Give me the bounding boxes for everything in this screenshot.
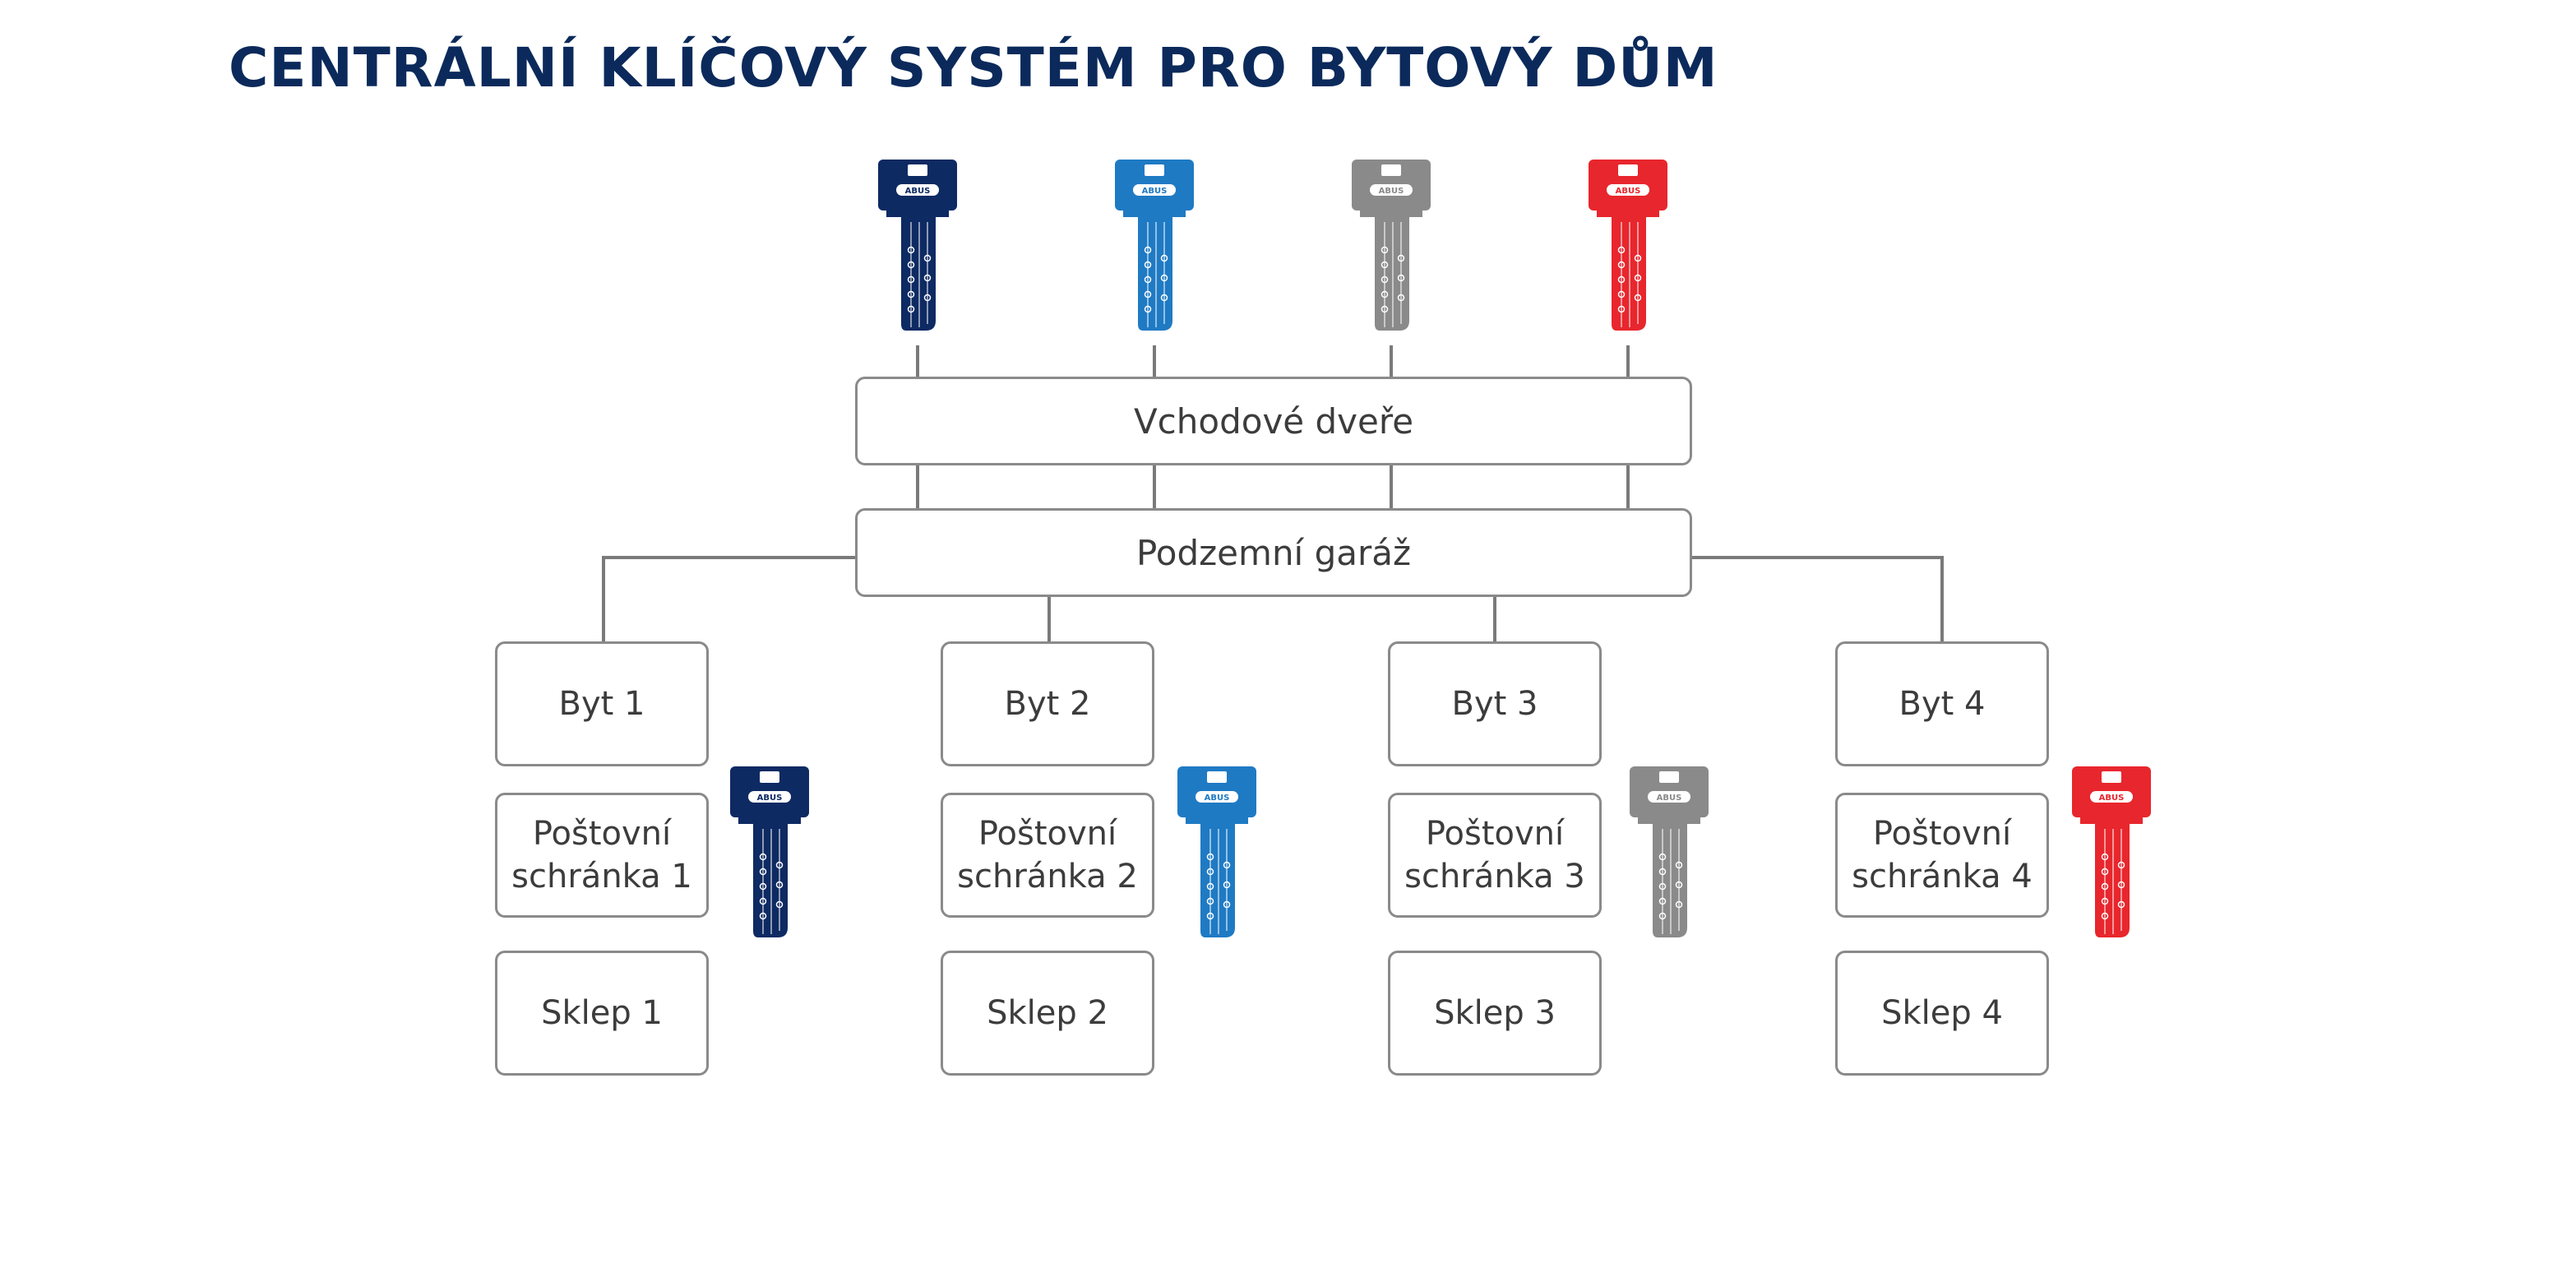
cellar-box-3: Sklep 3 <box>1388 951 1602 1076</box>
cellar-box-2: Sklep 2 <box>941 951 1154 1076</box>
diagram-title: CENTRÁLNÍ KLÍČOVÝ SYSTÉM PRO BYTOVÝ DŮM <box>229 36 1718 99</box>
flat-label-4: Byt 4 <box>1898 685 1986 723</box>
unit-key-1-icon: ABUS <box>730 766 809 937</box>
cellar-label-1: Sklep 1 <box>541 994 663 1032</box>
top-key-red-icon: ABUS <box>1589 160 1667 331</box>
flat-label-2: Byt 2 <box>1004 685 1091 723</box>
top-key-red-brand: ABUS <box>1616 187 1641 196</box>
cellar-label-3: Sklep 3 <box>1434 994 1556 1032</box>
flat-box-1: Byt 1 <box>495 641 709 766</box>
flat-label-3: Byt 3 <box>1451 685 1538 723</box>
mailbox-label-3-line1: Poštovní <box>1425 815 1565 853</box>
connector-garage-flat-1 <box>602 556 855 641</box>
mailbox-box-2: Poštovní schránka 2 <box>941 793 1154 918</box>
entrance-door-box: Vchodové dveře <box>855 377 1692 465</box>
top-key-gray-brand: ABUS <box>1379 187 1404 196</box>
mailbox-box-1: Poštovní schránka 1 <box>495 793 709 918</box>
mailbox-label-3-line2: schránka 3 <box>1404 858 1585 895</box>
mailbox-label-4-line2: schránka 4 <box>1852 858 2033 895</box>
mailbox-label-4-line1: Poštovní <box>1872 815 2012 853</box>
mailbox-box-3: Poštovní schránka 3 <box>1388 793 1602 918</box>
unit-key-2-brand: ABUS <box>1205 794 1230 803</box>
unit-key-3-brand: ABUS <box>1657 794 1682 803</box>
unit-key-2-icon: ABUS <box>1177 766 1256 937</box>
flat-box-3: Byt 3 <box>1388 641 1602 766</box>
flat-box-2: Byt 2 <box>941 641 1154 766</box>
top-key-navy-icon: ABUS <box>878 160 957 331</box>
cellar-label-4: Sklep 4 <box>1881 994 2003 1032</box>
mailbox-label-1-line1: Poštovní <box>532 815 672 853</box>
cellar-box-1: Sklep 1 <box>495 951 709 1076</box>
cellar-box-4: Sklep 4 <box>1835 951 2049 1076</box>
mailbox-label-2-line2: schránka 2 <box>957 858 1138 895</box>
unit-key-4-icon: ABUS <box>2072 766 2151 937</box>
cellar-label-2: Sklep 2 <box>987 994 1108 1032</box>
mailbox-box-4: Poštovní schránka 4 <box>1835 793 2049 918</box>
underground-garage-label: Podzemní garáž <box>1135 532 1412 573</box>
top-key-navy-brand: ABUS <box>905 187 931 196</box>
entrance-door-label: Vchodové dveře <box>1133 400 1414 442</box>
flat-label-1: Byt 1 <box>558 685 645 723</box>
underground-garage-box: Podzemní garáž <box>855 508 1692 597</box>
connector-garage-flat-4 <box>1692 556 1944 641</box>
mailbox-label-2-line1: Poštovní <box>978 815 1117 853</box>
mailbox-label-1-line2: schránka 1 <box>511 858 692 895</box>
flat-box-4: Byt 4 <box>1835 641 2049 766</box>
unit-key-3-icon: ABUS <box>1630 766 1709 937</box>
top-key-blue-brand: ABUS <box>1142 187 1168 196</box>
unit-key-4-brand: ABUS <box>2099 794 2125 803</box>
top-key-gray-icon: ABUS <box>1352 160 1431 331</box>
unit-key-1-brand: ABUS <box>757 794 783 803</box>
top-key-blue-icon: ABUS <box>1115 160 1194 331</box>
